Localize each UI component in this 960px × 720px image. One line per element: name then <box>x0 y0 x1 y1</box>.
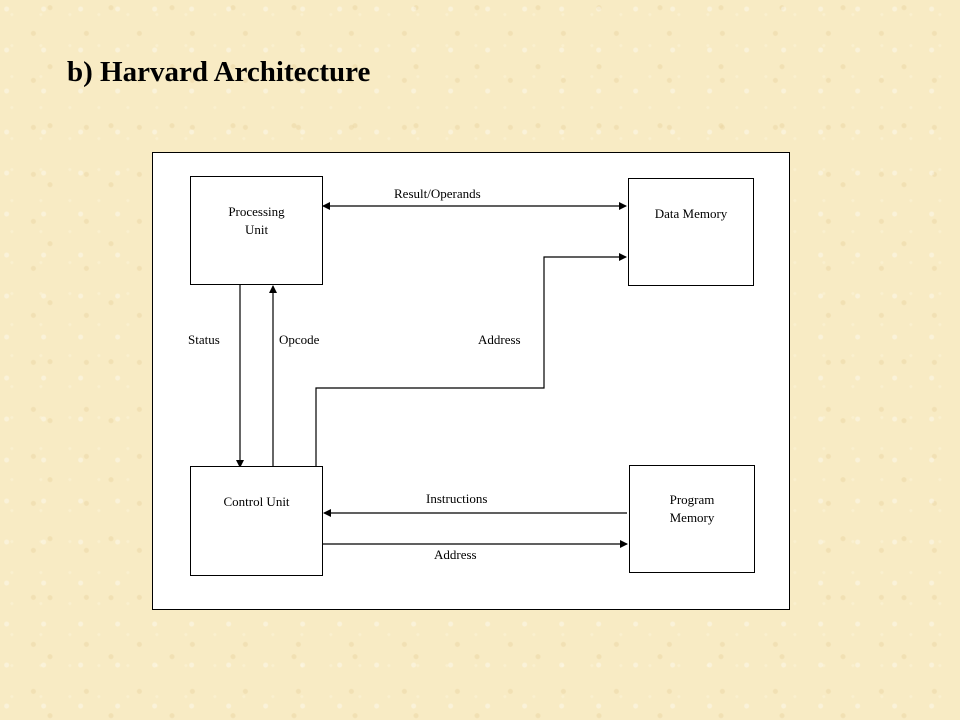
program-memory-label: Program Memory <box>669 492 715 525</box>
data-address-label: Address <box>478 332 521 347</box>
result-operands-label: Result/Operands <box>394 186 481 201</box>
data-memory-label: Data Memory <box>654 206 728 221</box>
processing-unit-block: Processing Unit <box>190 176 323 285</box>
data-memory-block: Data Memory <box>628 178 754 286</box>
status-label: Status <box>188 332 220 347</box>
processing-unit-label: Processing Unit <box>228 204 285 237</box>
data-address-arrow <box>315 253 627 466</box>
architecture-diagram: Processing Unit Data Memory Control Unit… <box>152 152 790 610</box>
program-memory-block: Program Memory <box>629 465 755 573</box>
page-title: b) Harvard Architecture <box>67 56 371 88</box>
control-unit-block: Control Unit <box>190 466 323 576</box>
connection-wires <box>236 202 628 548</box>
program-address-label: Address <box>434 547 477 562</box>
instructions-label: Instructions <box>426 491 488 506</box>
opcode-label: Opcode <box>279 332 320 347</box>
control-unit-label: Control Unit <box>223 494 290 509</box>
